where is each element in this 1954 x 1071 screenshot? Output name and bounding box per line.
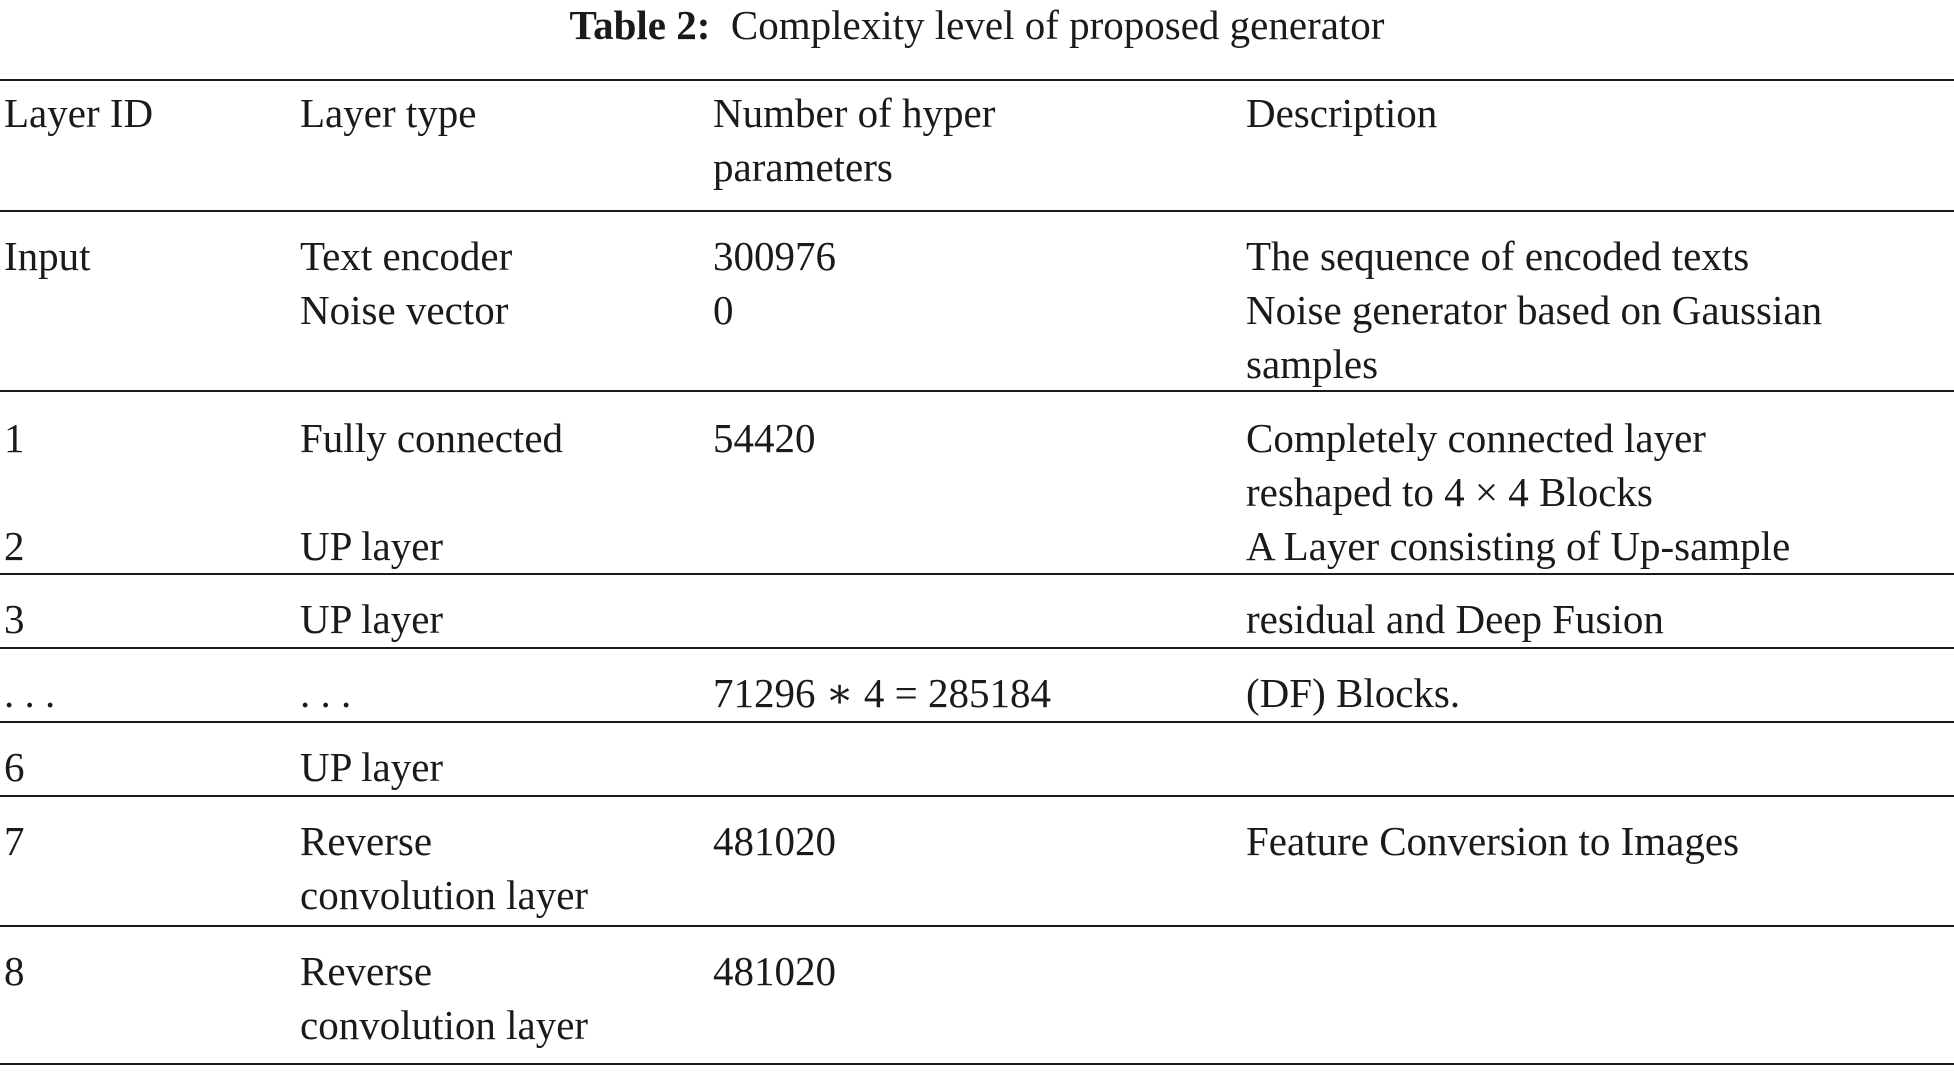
- header-hyper-parameters-line2: parameters: [713, 144, 893, 190]
- cell-layer-type: Text encoder: [300, 233, 513, 279]
- cell-description: A Layer consisting of Up-sample: [1246, 523, 1791, 569]
- cell-hyper-parameters: 54420: [713, 415, 816, 461]
- cell-layer-type: Reverse: [300, 818, 433, 864]
- row-rule: [0, 573, 1954, 575]
- header-layer-id: Layer ID: [4, 90, 154, 136]
- row-rule: [0, 795, 1954, 797]
- caption-label: Table 2:: [569, 2, 711, 48]
- cell-hyper-parameters: 481020: [713, 948, 836, 994]
- table-bottom-rule: [0, 1063, 1954, 1065]
- cell-layer-type: . . .: [300, 670, 352, 716]
- cell-layer-type: convolution layer: [300, 872, 589, 918]
- table-top-rule: [0, 79, 1954, 81]
- cell-description: The sequence of encoded texts: [1246, 233, 1750, 279]
- cell-layer-type: UP layer: [300, 523, 444, 569]
- cell-layer-id: 3: [4, 596, 25, 642]
- cell-description: Completely connected layer: [1246, 415, 1706, 461]
- row-rule: [0, 925, 1954, 927]
- caption-text: Complexity level of proposed generator: [730, 2, 1385, 48]
- cell-layer-type: Noise vector: [300, 287, 509, 333]
- row-rule: [0, 647, 1954, 649]
- cell-layer-type: UP layer: [300, 596, 444, 642]
- cell-layer-type: UP layer: [300, 744, 444, 790]
- cell-layer-id: 8: [4, 948, 25, 994]
- header-hyper-parameters: Number of hyper: [713, 90, 996, 136]
- cell-description: reshaped to 4 × 4 Blocks: [1246, 469, 1653, 515]
- row-rule: [0, 721, 1954, 723]
- cell-hyper-parameters: 300976: [713, 233, 836, 279]
- cell-layer-type: Fully connected: [300, 415, 564, 461]
- cell-description: (DF) Blocks.: [1246, 670, 1461, 716]
- cell-layer-id: . . .: [4, 670, 56, 716]
- cell-layer-id: 7: [4, 818, 25, 864]
- cell-layer-type: Reverse: [300, 948, 433, 994]
- header-description: Description: [1246, 90, 1438, 136]
- cell-layer-id: 2: [4, 523, 25, 569]
- row-rule: [0, 390, 1954, 392]
- cell-description: residual and Deep Fusion: [1246, 596, 1664, 642]
- header-layer-type: Layer type: [300, 90, 477, 136]
- cell-layer-type: convolution layer: [300, 1002, 589, 1048]
- cell-description: samples: [1246, 341, 1379, 387]
- header-rule: [0, 210, 1954, 212]
- cell-layer-id: 1: [4, 415, 25, 461]
- cell-description: Feature Conversion to Images: [1246, 818, 1740, 864]
- table-caption: Table 2: Complexity level of proposed ge…: [0, 0, 1954, 50]
- cell-description: Noise generator based on Gaussian: [1246, 287, 1823, 333]
- cell-hyper-parameters: 71296 ∗ 4 = 285184: [713, 670, 1051, 716]
- cell-hyper-parameters: 481020: [713, 818, 836, 864]
- cell-hyper-parameters: 0: [713, 287, 734, 333]
- cell-layer-id: 6: [4, 744, 25, 790]
- cell-layer-id: Input: [4, 233, 91, 279]
